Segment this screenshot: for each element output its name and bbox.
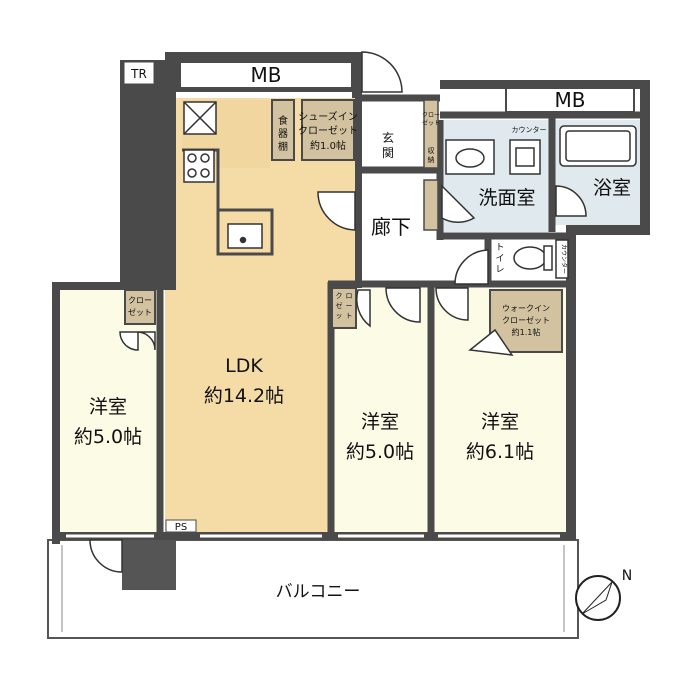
label-shokki-2: 器	[278, 128, 288, 140]
label-room-mid-1: 洋室	[361, 411, 399, 433]
interior-walls	[156, 94, 640, 536]
label-closet-mid-3: ー	[346, 302, 353, 310]
label-closet-mid-1: ク	[336, 292, 343, 300]
tr-box	[123, 61, 155, 85]
label-closet-a-1: クロー	[422, 112, 440, 119]
label-closet-a-2: ゼット	[422, 119, 440, 127]
label-closet-mid-4: ゼ	[336, 301, 343, 310]
label-toilet-2: イ	[495, 254, 504, 264]
label-senmen: 洗面室	[478, 187, 535, 209]
labels: MB MB TR PS シューズイン クローゼット 約1.0帖 食 器 棚 玄 …	[74, 63, 631, 602]
label-closet-small-2: ゼット	[128, 307, 152, 317]
mb-box-top	[179, 61, 353, 89]
label-room-mid-2: 約5.0帖	[346, 441, 414, 463]
label-ps: PS	[175, 522, 187, 533]
label-toilet-3: レ	[495, 265, 504, 275]
label-rouka: 廊下	[371, 215, 411, 239]
label-ldk-2: 約14.2帖	[204, 385, 284, 407]
label-genkan-1: 玄	[382, 130, 394, 145]
label-balcony: バルコニー	[276, 582, 361, 602]
label-shuno-1: 収	[428, 147, 435, 155]
label-wic-2: クローゼット	[502, 315, 550, 325]
label-wic-3: 約1.1帖	[512, 327, 541, 337]
label-room-right-1: 洋室	[481, 411, 519, 433]
label-shoe-closet-2: クローゼット	[298, 125, 358, 137]
label-ldk-1: LDK	[225, 355, 263, 377]
label-shuno-2: 納	[428, 155, 435, 164]
label-shokki-1: 食	[278, 114, 288, 127]
label-closet-small-1: クロー	[128, 296, 152, 305]
doors	[89, 51, 587, 573]
mb-box-right	[505, 87, 635, 113]
label-mb-top: MB	[251, 63, 282, 87]
label-mb-right: MB	[555, 88, 586, 112]
label-shoe-closet-1: シューズイン	[298, 110, 358, 123]
label-counter-bath: カウンター	[512, 125, 547, 134]
label-toilet-1: ト	[495, 243, 504, 253]
balcony-area	[47, 539, 579, 639]
label-wic-1: ウォークイン	[502, 304, 550, 313]
north-label: N	[622, 568, 632, 584]
label-closet-mid-2: ロ	[346, 292, 353, 300]
label-shokki-3: 棚	[278, 140, 288, 153]
label-room-right-2: 約6.1帖	[466, 441, 534, 463]
north-arrow: N	[575, 568, 632, 621]
fixtures	[183, 101, 637, 279]
label-counter-toilet: カウンター	[560, 244, 568, 274]
label-room-left-1: 洋室	[89, 396, 127, 418]
label-tr: TR	[130, 67, 147, 81]
label-room-left-2: 約5.0帖	[74, 426, 142, 448]
label-shoe-closet-3: 約1.0帖	[310, 139, 346, 152]
label-closet-mid-6: ト	[346, 312, 353, 320]
label-closet-mid-5: ッ	[336, 312, 343, 320]
label-yokushitsu: 浴室	[593, 177, 631, 199]
label-genkan-2: 関	[382, 146, 394, 160]
ps-box	[165, 519, 197, 533]
